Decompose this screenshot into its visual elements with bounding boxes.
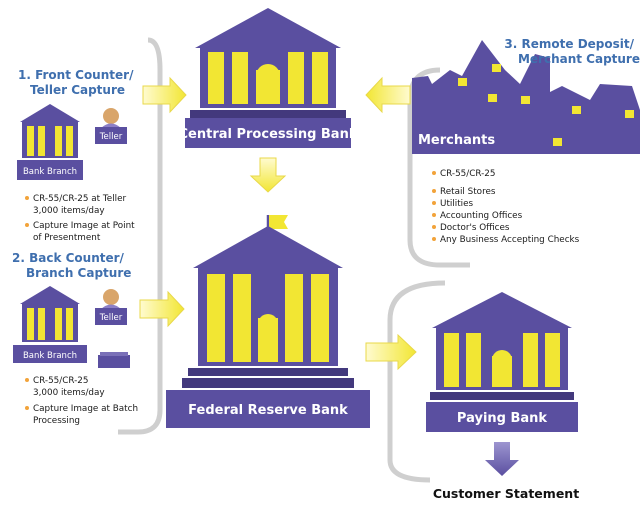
front-counter-title: 1. Front Counter/ [18, 68, 134, 82]
arrow-from-merchants [365, 76, 411, 114]
arrow-central-to-federal [249, 157, 287, 193]
back-teller-label: Teller [99, 313, 123, 323]
merchant-bullet-2: Retail Stores [440, 187, 496, 197]
remote-deposit-title: 3. Remote Deposit/ [504, 37, 634, 51]
merchants-skyline: Merchants [412, 40, 640, 154]
back-bank-branch: Bank Branch [13, 286, 87, 363]
central-bank-label: Central Processing Bank [179, 127, 358, 142]
back-bullet-3: Capture Image at Batch [33, 404, 138, 414]
merchant-connector-line [407, 67, 470, 268]
flag-icon [269, 215, 288, 229]
merchant-bullet-5: Doctor's Offices [440, 223, 510, 233]
back-counter-subtitle: Branch Capture [26, 266, 131, 280]
teller-avatar-icon [103, 108, 119, 124]
central-processing-bank: Central Processing Bank [179, 8, 358, 148]
arrow-to-central [142, 76, 187, 114]
front-bullet-2: 3,000 items/day [33, 206, 105, 216]
front-bullet-3: Capture Image at Point [33, 221, 135, 231]
front-bullet-4: of Presentment [33, 233, 101, 243]
teller-avatar-icon [103, 289, 119, 305]
front-bank-branch: Bank Branch [17, 104, 83, 180]
arrow-paying-to-statement [485, 442, 519, 476]
paying-bank-label: Paying Bank [457, 411, 548, 426]
paying-bank: Paying Bank [426, 292, 578, 432]
customer-statement-label: Customer Statement [433, 486, 579, 501]
arrow-to-federal [139, 290, 185, 328]
merchant-bullet-1: CR-55/CR-25 [440, 169, 496, 179]
front-teller-label: Teller [99, 132, 123, 142]
check-scanner-icon [98, 352, 130, 368]
merchants-label: Merchants [418, 133, 495, 148]
front-bullet-1: CR-55/CR-25 at Teller [33, 194, 127, 204]
back-bullet-2: 3,000 items/day [33, 388, 105, 398]
merchant-bullet-4: Accounting Offices [440, 211, 523, 221]
paying-connector-line [387, 280, 446, 483]
merchant-bullet-6: Any Business Accepting Checks [440, 235, 580, 245]
front-counter-subtitle: Teller Capture [30, 83, 125, 97]
front-teller: Teller [95, 108, 127, 144]
merchant-bullets: CR-55/CR-25 Retail Stores Utilities Acco… [432, 169, 580, 245]
front-bank-branch-label: Bank Branch [23, 167, 77, 177]
back-teller: Teller [95, 289, 127, 325]
back-bullet-1: CR-55/CR-25 [33, 376, 89, 386]
back-bank-branch-label: Bank Branch [23, 351, 77, 361]
back-bullet-4: Processing [33, 416, 80, 426]
back-counter-title: 2. Back Counter/ [12, 251, 125, 265]
arrow-federal-to-paying [365, 333, 417, 371]
remote-deposit-subtitle: Merchant Capture [518, 52, 640, 66]
federal-bank-label: Federal Reserve Bank [188, 403, 348, 418]
back-bullets: CR-55/CR-25 3,000 items/day Capture Imag… [25, 376, 138, 426]
merchant-bullet-3: Utilities [440, 199, 474, 209]
left-connector-line [118, 37, 163, 435]
federal-reserve-bank: Federal Reserve Bank [166, 215, 370, 428]
front-bullets: CR-55/CR-25 at Teller 3,000 items/day Ca… [25, 194, 135, 243]
